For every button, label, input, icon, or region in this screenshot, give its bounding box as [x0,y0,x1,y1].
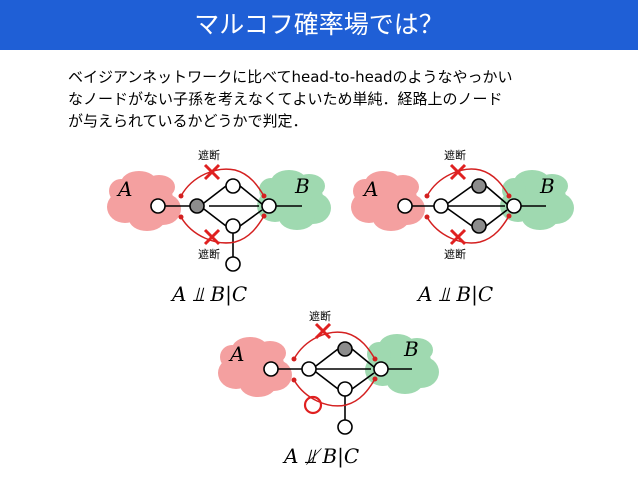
node [225,218,241,234]
observed-node [337,341,353,357]
label-b: B [539,174,555,198]
node [225,256,241,272]
label-b: B [294,174,310,198]
observed-node [189,198,205,214]
node [506,198,522,214]
cross-icon [203,228,221,246]
cloud-a [351,171,425,231]
open-circle-icon [303,395,323,415]
node [397,198,413,214]
block-label: 遮断 [198,247,220,261]
intro-line: なノードがない子孫を考えなくてよいため単純．経路上のノード [68,90,503,108]
node [225,178,241,194]
observed-node [471,218,487,234]
edges [410,185,546,227]
formula: A ⫫ B|C [416,282,493,307]
diagram-3: A B [218,309,439,469]
node [263,361,279,377]
block-label: 遮断 [444,148,466,162]
label-b: B [403,337,419,361]
formula: A ⫫̸ B|C [282,444,359,469]
title-bar: マルコフ確率場では？ [0,0,638,50]
cross-icon [314,322,332,340]
block-label: 遮断 [198,148,220,162]
node [433,198,449,214]
intro-text: ベイジアンネットワークに比べてhead-to-headのようなやっかい なノード… [68,66,628,132]
intro-line: が与えられているかどうかで判定． [68,112,308,130]
label-a: A [362,177,378,201]
diagram-2: A B 遮 [351,148,574,307]
node [337,381,353,397]
red-paths [426,168,510,244]
cross-icon [449,228,467,246]
node [373,361,389,377]
label-a: A [228,342,244,366]
red-paths [293,331,376,407]
page-title: マルコフ確率場では？ [194,10,444,39]
node [301,361,317,377]
edges [276,348,412,420]
cross-icon [449,163,467,181]
red-dots [178,193,267,220]
nodes [150,178,277,272]
edges [164,185,302,258]
red-paths [180,168,265,244]
red-dots [291,356,378,383]
node [261,198,277,214]
observed-node [471,178,487,194]
diagram-1: A B [107,148,331,307]
block-label: 遮断 [309,309,331,323]
block-label: 遮断 [444,247,466,261]
nodes [263,341,389,435]
intro-line: ベイジアンネットワークに比べてhead-to-headのようなやっかい [68,68,513,86]
node [150,198,166,214]
nodes [397,178,522,234]
cross-icon [203,163,221,181]
formula: A ⫫ B|C [170,282,247,307]
node [337,419,353,435]
red-dots [424,193,512,220]
label-a: A [116,177,132,201]
